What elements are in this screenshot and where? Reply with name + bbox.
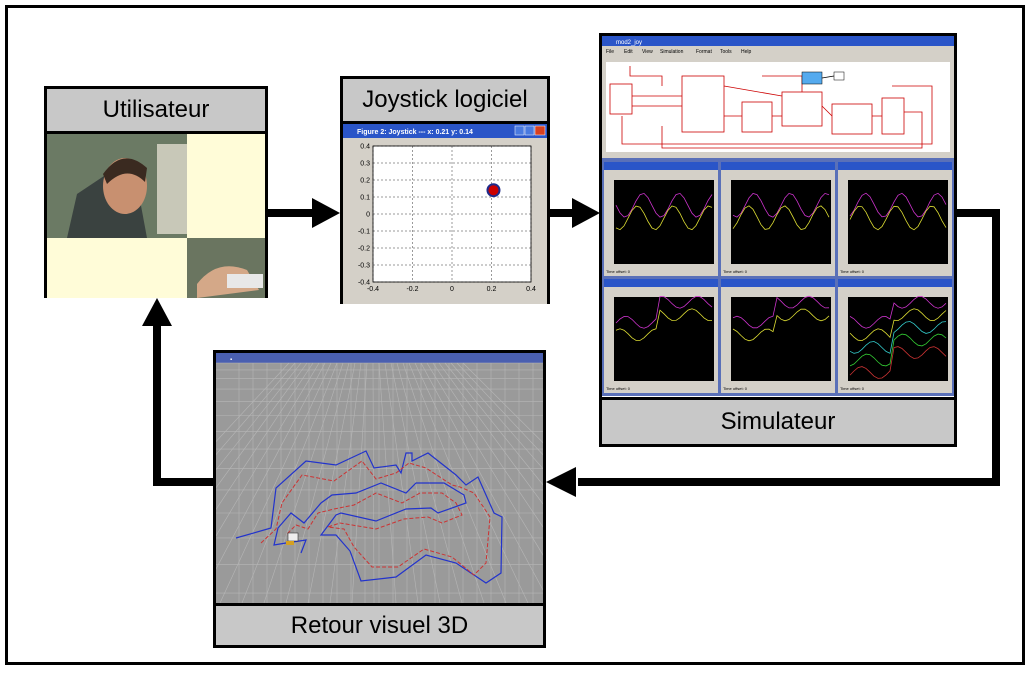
svg-text:Time offset: 0: Time offset: 0 (840, 269, 865, 274)
svg-text:Time offset: 0: Time offset: 0 (723, 386, 748, 391)
joystick-xtick: -0.4 (367, 286, 379, 293)
joystick-window: Figure 2: Joystick --- x: 0.21 y: 0.14 0… (343, 124, 547, 304)
joystick-xtick: -0.2 (406, 286, 418, 293)
simulink-menu-item[interactable]: File (606, 49, 614, 55)
visual3d-view: ▪ (216, 353, 543, 603)
simulink-menu-item[interactable]: Help (741, 49, 752, 55)
svg-text:▪: ▪ (230, 357, 232, 363)
joystick-ytick: -0.2 (358, 246, 370, 253)
scope-window: Time offset: 0 (838, 162, 952, 276)
joystick-window-title: Figure 2: Joystick --- x: 0.21 y: 0.14 (357, 129, 473, 136)
svg-text:Time offset: 0: Time offset: 0 (723, 269, 748, 274)
user-panel: Utilisateur (44, 86, 268, 298)
joystick-ytick: 0.2 (360, 178, 370, 185)
simulink-menu-item[interactable]: Edit (624, 49, 633, 55)
scope-window: Time offset: 0 (838, 279, 952, 393)
visual3d-title: Retour visuel 3D (213, 603, 546, 648)
svg-text:Time offset: 0: Time offset: 0 (840, 386, 865, 391)
simulink-menu-item[interactable]: Format (696, 49, 712, 55)
simulator-windows: mod2_joy File Edit View Simulation Format Too… (602, 36, 954, 396)
joystick-ytick: 0.3 (360, 161, 370, 168)
joystick-point (486, 183, 501, 198)
joystick-ytick: 0.1 (360, 195, 370, 202)
scope-window: Time offset: 0 (604, 162, 718, 276)
visual3d-panel: ▪ Retour visuel 3D (213, 350, 546, 648)
joystick-ytick: -0.4 (358, 280, 370, 287)
scope-window: Time offset: 0 (604, 279, 718, 393)
simulator-panel: mod2_joy File Edit View Simulation Format Too… (599, 33, 957, 447)
joystick-ytick: -0.3 (358, 263, 370, 270)
svg-text:Time offset: 0: Time offset: 0 (606, 269, 631, 274)
simulink-menu-item[interactable]: View (642, 49, 653, 55)
joystick-ytick: 0.4 (360, 144, 370, 151)
scope-window: Time offset: 0 (721, 279, 835, 393)
joystick-xtick: 0.2 (487, 286, 497, 293)
joystick-xtick: 0.4 (526, 286, 536, 293)
scope-window: Time offset: 0 (721, 162, 835, 276)
joystick-ytick: -0.1 (358, 229, 370, 236)
svg-text:Time offset: 0: Time offset: 0 (606, 386, 631, 391)
joystick-xtick: 0 (450, 286, 454, 293)
simulink-menu-item[interactable]: Simulation (660, 49, 684, 55)
user-photo (47, 134, 265, 298)
simulink-menu-item[interactable]: Tools (720, 49, 732, 55)
joystick-ytick: 0 (366, 212, 370, 219)
simulator-title: Simulateur (599, 397, 957, 447)
user-title: Utilisateur (47, 89, 265, 134)
joystick-title: Joystick logiciel (343, 79, 547, 124)
joystick-panel: Joystick logiciel Figure 2: Joystick ---… (340, 76, 550, 304)
simulink-title: mod2_joy (616, 40, 642, 46)
